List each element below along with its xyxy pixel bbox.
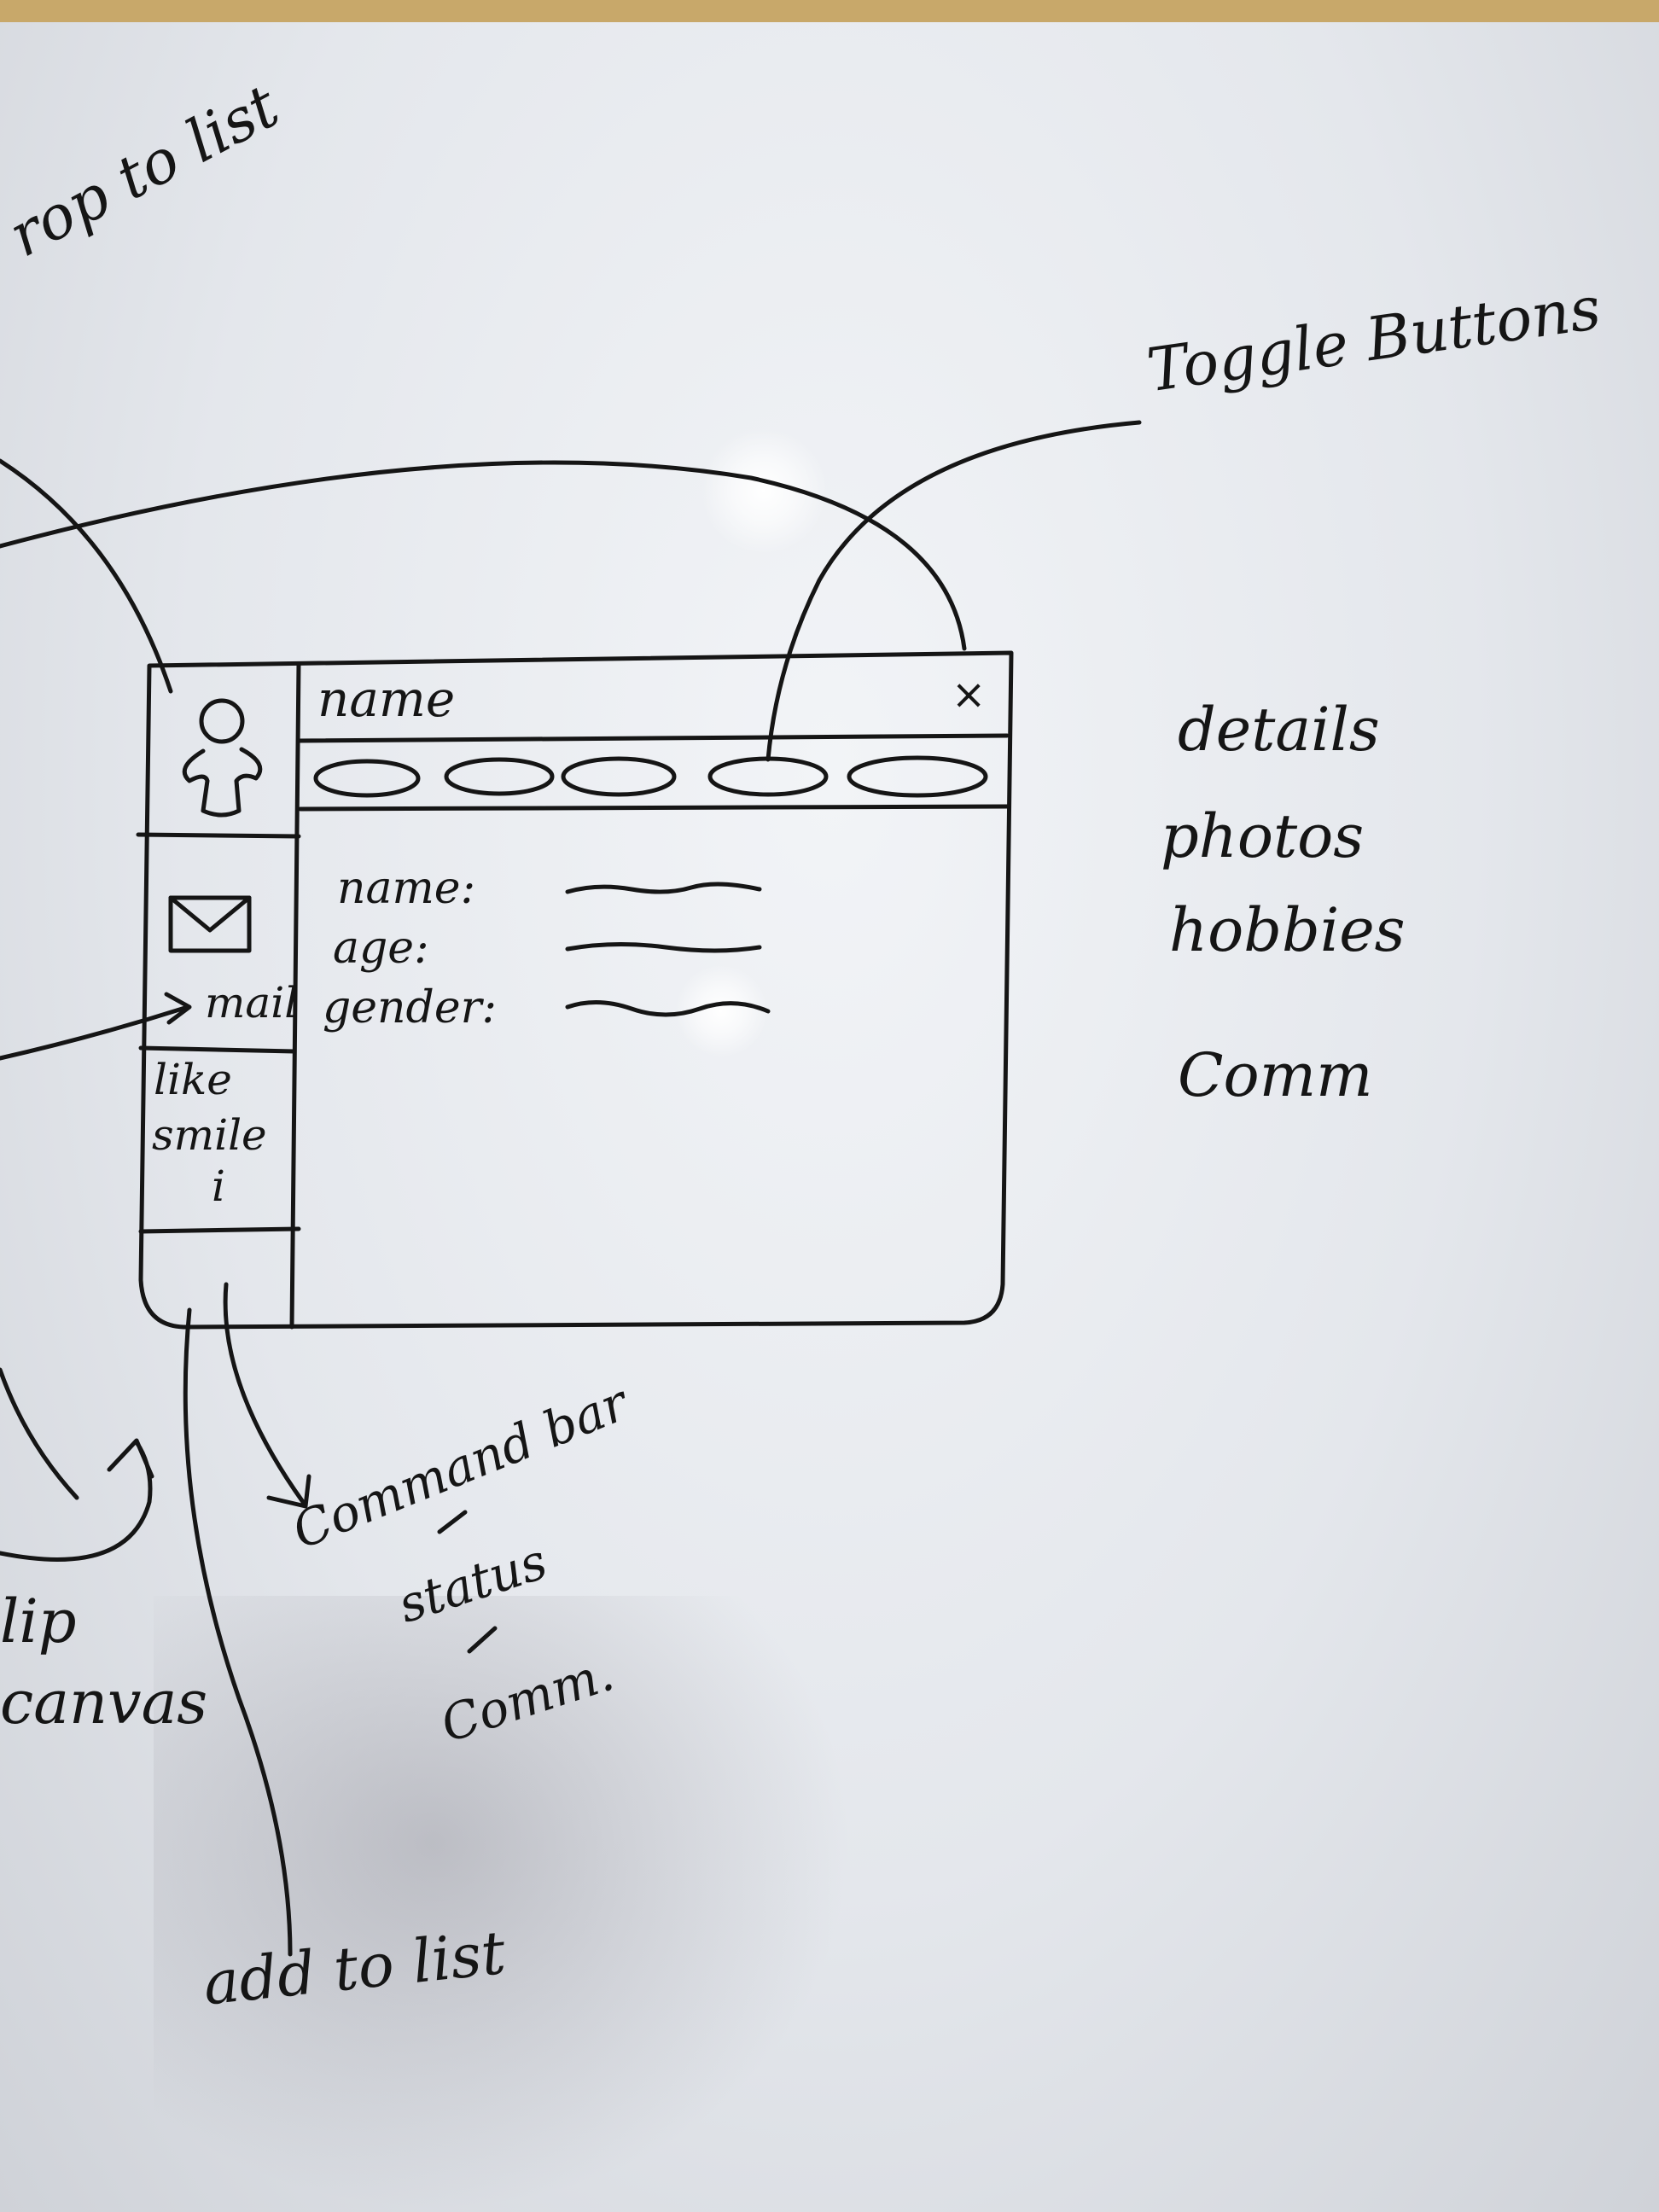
arc-connector (0, 460, 967, 651)
whiteboard-frame (0, 0, 1659, 22)
mail-button[interactable]: mail (205, 978, 299, 1027)
annotation-tab-details: details (1178, 695, 1380, 765)
value-line-gender (565, 999, 771, 1017)
toggle-button-2 (444, 757, 555, 796)
annotation-tab-photos: photos (1161, 801, 1365, 871)
commandbar-connector (223, 1282, 306, 1505)
toggle-button-5 (847, 755, 988, 798)
photographer-shadow (154, 1596, 853, 2212)
annotation-canvas: canvas (0, 1668, 208, 1738)
like-button[interactable]: like (154, 1055, 232, 1104)
status-separator (437, 1510, 468, 1534)
value-line-name (565, 882, 762, 894)
field-label-name: name: (337, 863, 476, 914)
sidebar-divider (289, 661, 301, 1330)
window-outline (138, 650, 1014, 1330)
annotation-flip: lip (0, 1586, 77, 1656)
value-line-age (565, 941, 762, 953)
field-label-age: age: (333, 923, 429, 974)
titlebar-separator (296, 733, 1010, 743)
avatar-connector (0, 458, 173, 694)
person-icon (182, 698, 263, 818)
avatar-separator (136, 832, 301, 839)
commandbar-separator (138, 1226, 301, 1234)
mail-connector (0, 1004, 190, 1061)
toggle-button-4 (707, 756, 829, 797)
add-to-list-connector (183, 1307, 293, 1957)
close-icon[interactable]: × (952, 671, 987, 719)
envelope-icon (168, 895, 252, 953)
info-button[interactable]: i (212, 1161, 225, 1211)
comm-separator (467, 1626, 498, 1654)
toggle-button-3 (561, 756, 677, 797)
toggle-connector (765, 420, 1142, 762)
annotation-tab-hobbies: hobbies (1169, 895, 1406, 965)
field-label-gender: gender: (323, 982, 497, 1033)
annotation-tab-comm: Comm (1178, 1040, 1373, 1110)
flip-connector (0, 1367, 79, 1500)
window-title: name (317, 670, 456, 728)
mail-separator (138, 1045, 297, 1054)
toolbar-separator (298, 804, 1011, 812)
toggle-button-1 (313, 759, 421, 798)
smile-button[interactable]: smile (152, 1110, 267, 1160)
